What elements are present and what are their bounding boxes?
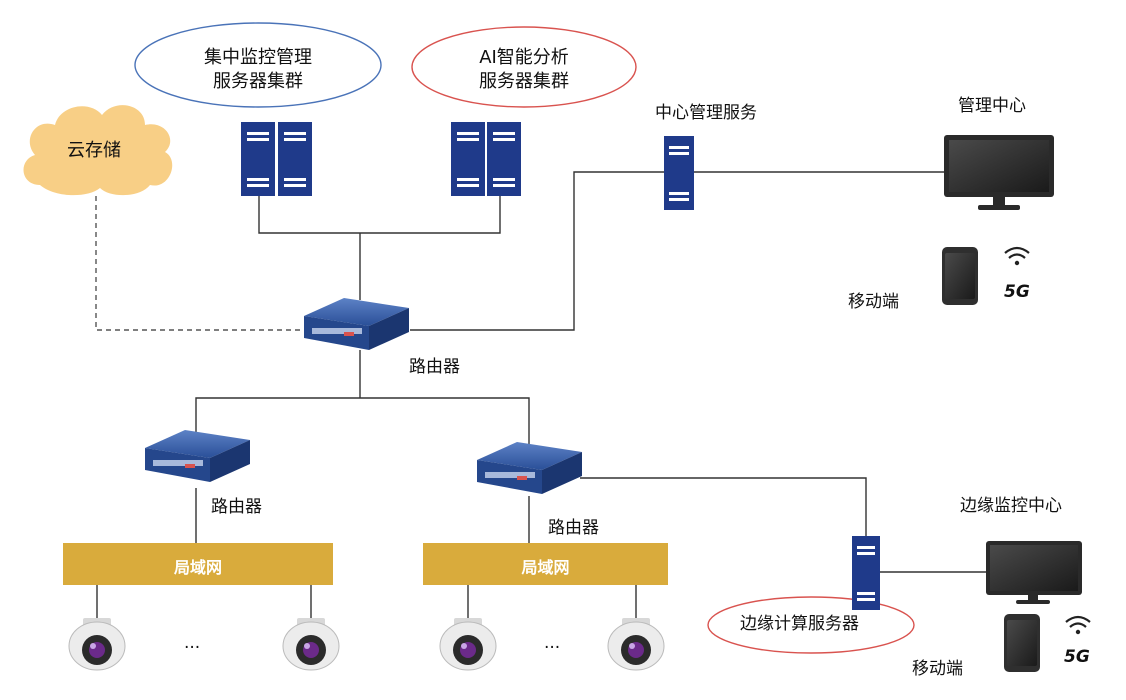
fiveg-top-label: 5G bbox=[1004, 282, 1030, 302]
edge-server-icon bbox=[852, 536, 880, 610]
edge-center-label: 边缘监控中心 bbox=[960, 496, 1062, 516]
lan-left-bar bbox=[63, 543, 333, 585]
right-router-label: 路由器 bbox=[548, 518, 599, 538]
central-cluster-label-line1: 集中监控管理 bbox=[204, 47, 312, 68]
lan-left-label: 局域网 bbox=[173, 558, 222, 577]
line-cloud-router-dashed bbox=[95, 196, 310, 331]
wifi-top-icon bbox=[1003, 246, 1031, 267]
line-branch bbox=[195, 397, 530, 448]
camera-4-icon bbox=[607, 617, 665, 671]
ellipsis-left: ... bbox=[184, 633, 201, 653]
edge-server-ellipse bbox=[707, 596, 915, 654]
left-router-icon bbox=[145, 430, 250, 482]
left-router-label: 路由器 bbox=[211, 497, 262, 517]
central-cluster-label-line2: 服务器集群 bbox=[213, 71, 303, 93]
central-cluster-ellipse bbox=[134, 22, 382, 108]
connection-lines bbox=[96, 171, 990, 620]
mobile-top-label: 移动端 bbox=[848, 292, 899, 312]
line-cluster-bus bbox=[258, 196, 501, 234]
mobile-phone-top-icon bbox=[942, 247, 978, 305]
fiveg-bottom-label: 5G bbox=[1064, 647, 1090, 667]
lan-right-label: 局域网 bbox=[521, 558, 570, 577]
central-server-cluster-icon bbox=[241, 122, 312, 196]
main-router-icon bbox=[304, 298, 409, 350]
ai-server-cluster-icon bbox=[451, 122, 521, 196]
cloud-storage-icon bbox=[23, 105, 173, 196]
center-service-label: 中心管理服务 bbox=[655, 103, 757, 123]
camera-1-icon bbox=[68, 617, 126, 671]
edge-center-monitor-icon bbox=[986, 541, 1082, 604]
mobile-phone-bottom-icon bbox=[1004, 614, 1040, 672]
camera-2-icon bbox=[282, 617, 340, 671]
management-center-monitor-icon bbox=[944, 135, 1054, 210]
ai-cluster-label-line1: AI智能分析 bbox=[479, 47, 569, 68]
central-cluster-label: 集中监控管理 服务器集群 bbox=[188, 46, 328, 95]
line-router-edge-server bbox=[580, 477, 867, 538]
cloud-storage-label: 云存储 bbox=[67, 140, 121, 161]
mobile-bottom-label: 移动端 bbox=[912, 659, 963, 679]
ellipsis-right: ... bbox=[544, 633, 561, 653]
center-service-server-icon bbox=[664, 136, 694, 210]
management-center-label: 管理中心 bbox=[958, 96, 1026, 116]
main-router-label: 路由器 bbox=[409, 357, 460, 377]
line-router-center-service bbox=[410, 171, 666, 331]
camera-3-icon bbox=[439, 617, 497, 671]
lan-right-bar bbox=[423, 543, 668, 585]
ai-cluster-label-line2: 服务器集群 bbox=[479, 71, 569, 93]
ai-cluster-label: AI智能分析 服务器集群 bbox=[456, 46, 592, 95]
right-router-icon bbox=[477, 442, 582, 494]
wifi-bottom-icon bbox=[1064, 615, 1092, 636]
edge-server-label: 边缘计算服务器 bbox=[740, 614, 859, 634]
ai-cluster-ellipse bbox=[411, 26, 637, 108]
